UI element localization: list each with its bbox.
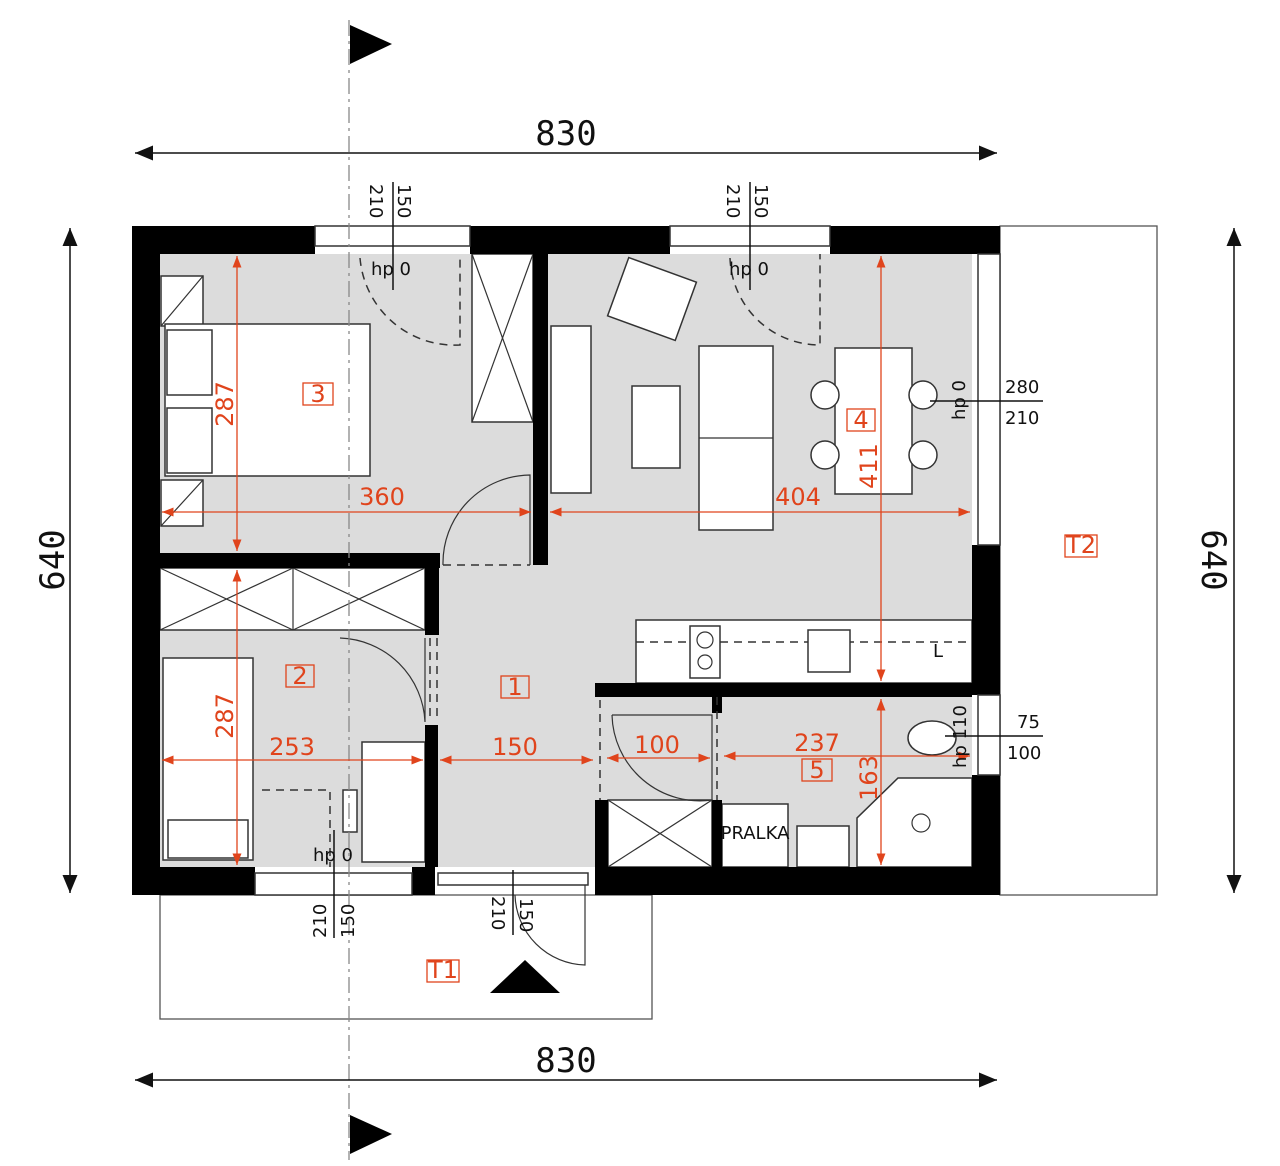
entrance-arrow-icon [490,960,560,993]
section-marker-bottom-icon [350,1115,392,1154]
terrace-t2-label: T2 [1065,531,1096,559]
doors [339,474,718,966]
width-top: 830 [535,114,596,154]
win2-width: 150 [338,904,359,938]
kitchen-sink [807,629,851,673]
tv-unit [550,325,592,494]
room-5-door-width: 100 [634,731,680,759]
room-2-number: 2 [292,662,307,690]
win2-sill: hp 0 [313,845,353,866]
win5-sill: hp 110 [950,705,971,768]
win4-height: 210 [722,184,743,218]
win3-width: 150 [393,184,414,218]
room-5-width: 237 [794,729,840,757]
win3-sill: hp 0 [371,259,411,280]
depth-right: 640 [1193,529,1233,590]
room-3-width: 360 [359,483,405,511]
win2-height: 210 [310,904,331,938]
entrance-height: 210 [487,896,508,930]
room-2-width: 253 [269,733,315,761]
room-1-width: 150 [492,733,538,761]
room-2-depth: 287 [211,693,239,739]
room-1-number: 1 [507,673,522,701]
depth-left: 640 [33,529,73,590]
room-3-number: 3 [310,380,325,408]
living-furniture [550,256,938,531]
terrace-t1-label: T1 [427,956,458,984]
walls [132,226,1000,895]
washer-label: PRALKA [721,823,790,844]
win4side-height: 210 [1005,408,1039,429]
bathroom-fixtures: PRALKA [607,720,973,868]
win3-height: 210 [365,184,386,218]
washbasin [796,825,850,868]
coffee-table [631,385,681,469]
room-5-number: 5 [809,756,824,784]
washing-machine [721,803,789,868]
win4-width: 150 [750,184,771,218]
win4side-sill: hp 0 [949,380,970,420]
terrace-t2-outline [999,225,1158,896]
entrance-width: 150 [515,898,536,932]
win5-height: 100 [1007,743,1041,764]
win5-width: 75 [1017,712,1040,733]
room-4-number: 4 [853,406,868,434]
win4-sill: hp 0 [729,259,769,280]
toilet [907,720,957,756]
overall-dimensions: 830 830 640 640 [33,114,1242,1088]
kitchen-counter: L [635,619,973,684]
room-5-depth: 163 [855,755,883,801]
room-4-width: 404 [775,483,821,511]
room-4-depth: 411 [855,443,883,489]
width-bottom: 830 [535,1041,596,1081]
terrace-t1-outline [159,894,653,1020]
dining-table [834,347,913,495]
fridge-label: L [933,641,943,662]
armchair [606,256,698,342]
hob [689,625,721,679]
room-dimensions: 3 360 287 4 404 411 2 253 287 1 150 100 … [162,256,1098,984]
bedroom-furniture [160,253,534,527]
room-3-depth: 287 [211,381,239,427]
window-annotations: 210 150 hp 0 210 150 hp 0 280 210 hp 0 7… [310,182,1043,938]
section-marker-top-icon [350,25,392,64]
win4side-width: 280 [1005,377,1039,398]
